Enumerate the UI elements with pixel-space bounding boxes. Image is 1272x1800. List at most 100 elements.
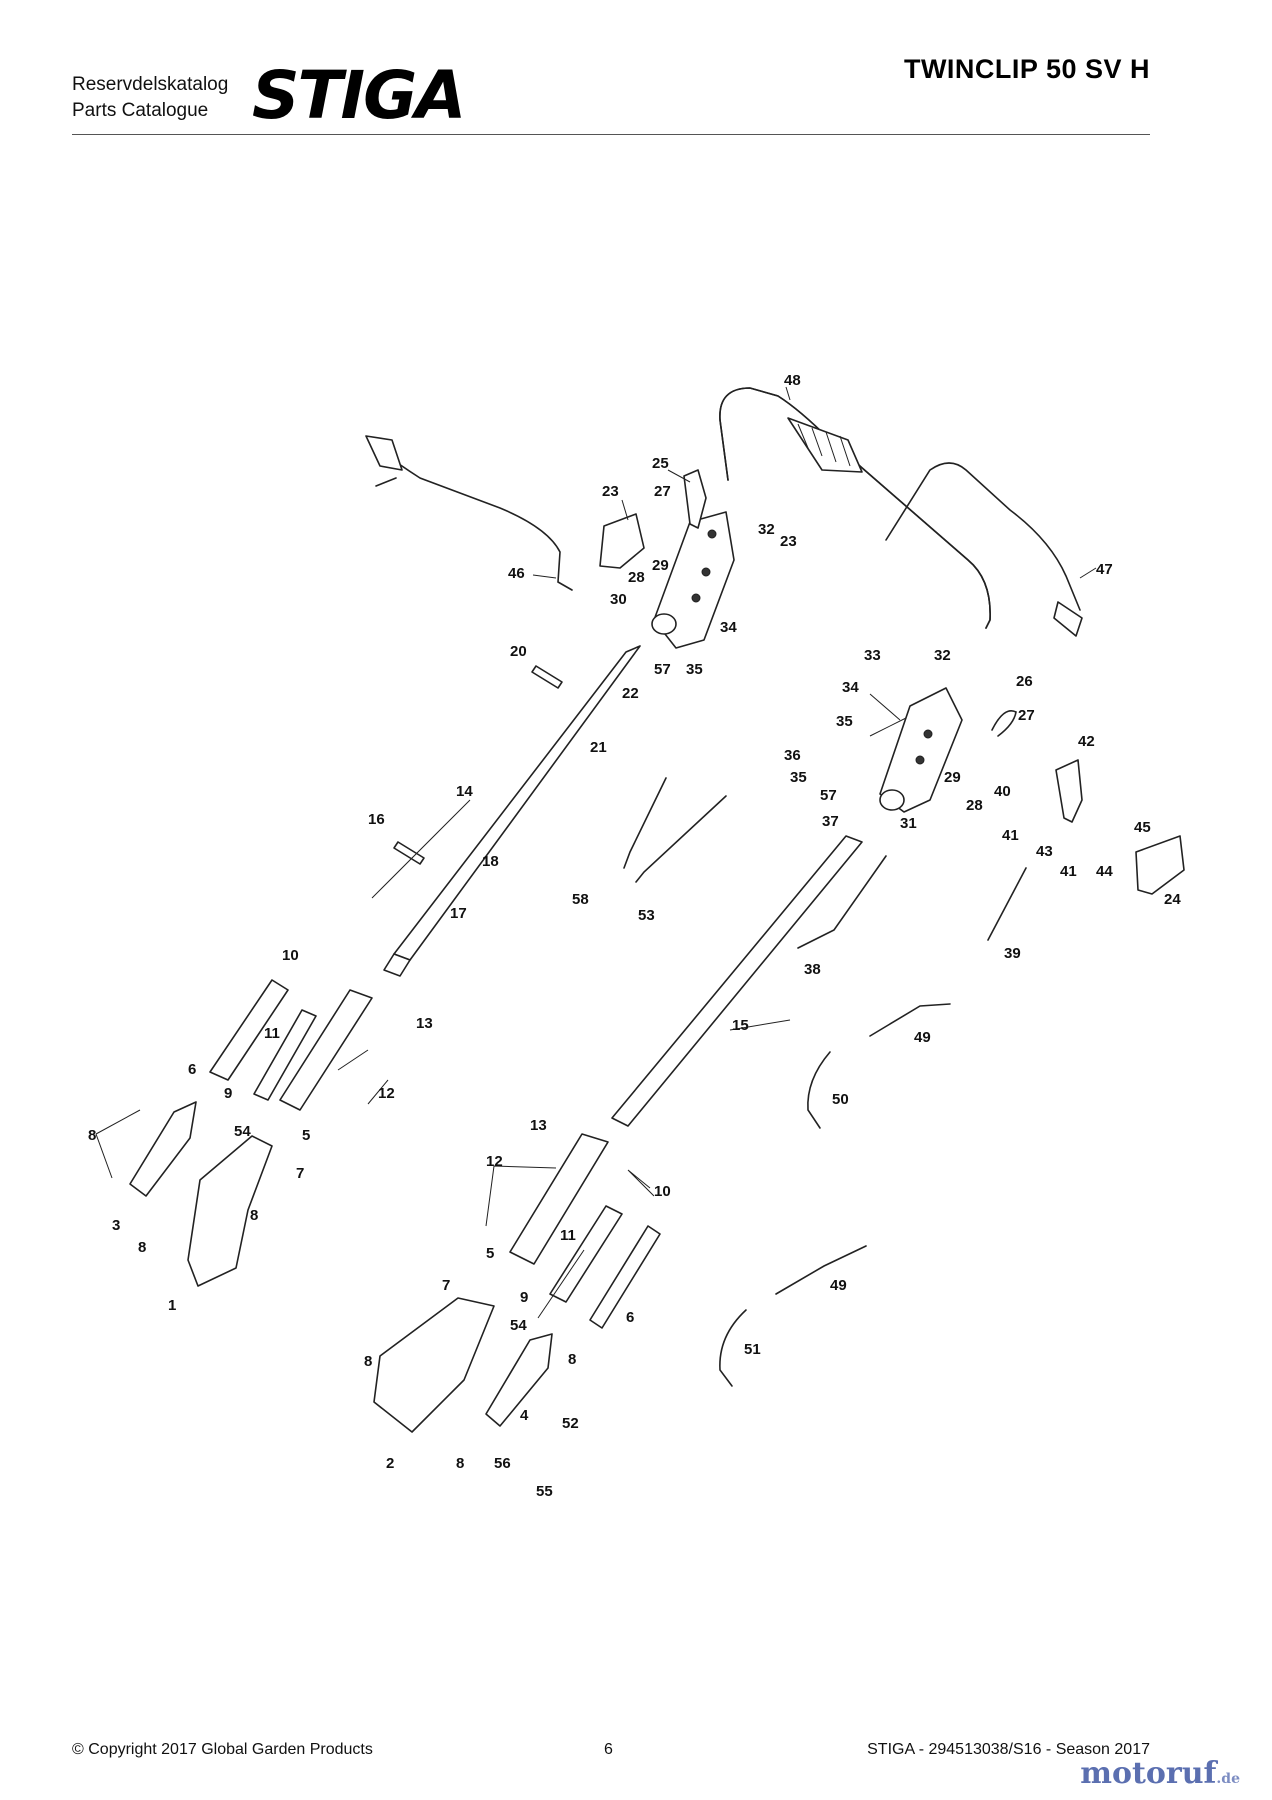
left-handle-bracket <box>651 511 735 649</box>
left-handle-tube <box>383 645 641 977</box>
callout-34: 34 <box>842 679 859 696</box>
leader-lines <box>95 386 1097 1319</box>
right-lower-assembly <box>373 1133 661 1433</box>
upper-handle-bar <box>719 387 991 629</box>
callout-4: 4 <box>520 1407 529 1424</box>
bail-lever <box>885 462 1081 611</box>
callout-11: 11 <box>560 1227 576 1244</box>
cable-51 <box>719 1309 747 1387</box>
callout-3: 3 <box>112 1217 120 1234</box>
callout-49: 49 <box>914 1029 931 1046</box>
callout-27: 27 <box>1018 707 1035 724</box>
callout-34: 34 <box>720 619 737 636</box>
drive-lever <box>365 435 573 591</box>
callout-45: 45 <box>1134 819 1151 836</box>
callout-12: 12 <box>486 1153 503 1170</box>
callout-41: 41 <box>1002 827 1019 844</box>
callout-8: 8 <box>364 1353 372 1370</box>
callout-32: 32 <box>758 521 775 538</box>
callout-6: 6 <box>626 1309 634 1326</box>
callout-41: 41 <box>1060 863 1077 880</box>
bail-lever-tip <box>1053 601 1083 637</box>
callout-54: 54 <box>510 1317 527 1334</box>
callout-39: 39 <box>1004 945 1021 962</box>
callout-5: 5 <box>486 1245 494 1262</box>
callout-44: 44 <box>1096 863 1113 880</box>
callout-20: 20 <box>510 643 527 660</box>
callout-49: 49 <box>830 1277 847 1294</box>
callout-36: 36 <box>784 747 801 764</box>
callout-35: 35 <box>686 661 703 678</box>
callout-51: 51 <box>744 1341 761 1358</box>
callout-13: 13 <box>530 1117 547 1134</box>
callout-50: 50 <box>832 1091 849 1108</box>
callout-16: 16 <box>368 811 385 828</box>
header-divider <box>72 134 1150 135</box>
callout-10: 10 <box>282 947 299 964</box>
callout-10: 10 <box>654 1183 671 1200</box>
callout-29: 29 <box>652 557 669 574</box>
callout-15: 15 <box>732 1017 749 1034</box>
callout-13: 13 <box>416 1015 433 1032</box>
callout-33: 33 <box>864 647 881 664</box>
callout-28: 28 <box>628 569 645 586</box>
callout-6: 6 <box>188 1061 196 1078</box>
callout-8: 8 <box>250 1207 258 1224</box>
footer-page-number: 6 <box>604 1741 613 1758</box>
rod-39 <box>987 867 1027 941</box>
catalog-label-english: Parts Catalogue <box>72 100 209 121</box>
callout-27: 27 <box>654 483 671 500</box>
callout-29: 29 <box>944 769 961 786</box>
callout-52: 52 <box>562 1415 579 1432</box>
callout-23: 23 <box>780 533 797 550</box>
catalog-label-swedish: Reservdelskatalog <box>72 74 229 95</box>
callout-30: 30 <box>610 591 627 608</box>
callout-8: 8 <box>456 1455 464 1472</box>
motoruf-watermark: motoruf.de <box>1080 1756 1240 1791</box>
right-handle-bracket <box>879 687 963 813</box>
watermark-tld: .de <box>1216 1771 1240 1787</box>
callout-2: 2 <box>386 1455 394 1472</box>
callout-8: 8 <box>138 1239 146 1256</box>
cable-53 <box>635 795 727 883</box>
side-cover-right <box>1135 835 1185 895</box>
callout-12: 12 <box>378 1085 395 1102</box>
right-handle-tube <box>611 835 863 1127</box>
callout-5: 5 <box>302 1127 310 1144</box>
callout-9: 9 <box>224 1085 232 1102</box>
callout-31: 31 <box>900 815 917 832</box>
callout-47: 47 <box>1096 561 1113 578</box>
clip-part <box>683 469 707 529</box>
footer-copyright: © Copyright 2017 Global Garden Products <box>72 1741 373 1758</box>
side-cover-left <box>599 513 645 569</box>
callout-1: 1 <box>168 1297 176 1314</box>
callout-35: 35 <box>790 769 807 786</box>
cable-49-lower <box>775 1245 867 1295</box>
callout-21: 21 <box>590 739 607 756</box>
left-lower-assembly <box>129 979 373 1287</box>
callout-labels: 48 25 23 27 32 23 28 29 46 30 34 47 20 5… <box>88 372 1181 1500</box>
callout-11: 11 <box>264 1025 280 1042</box>
lever-part <box>1055 759 1083 823</box>
callout-8: 8 <box>88 1127 96 1144</box>
model-title: TWINCLIP 50 SV H <box>903 54 1150 84</box>
callout-56: 56 <box>494 1455 511 1472</box>
watermark-main: motoruf <box>1080 1756 1217 1791</box>
callout-38: 38 <box>804 961 821 978</box>
callout-7: 7 <box>442 1277 450 1294</box>
callout-28: 28 <box>966 797 983 814</box>
pin-16 <box>393 841 425 865</box>
cable-49-upper <box>869 1003 951 1037</box>
stiga-logo-text: STIGA <box>252 62 464 126</box>
callout-25: 25 <box>652 455 669 472</box>
callout-40: 40 <box>994 783 1011 800</box>
cable-58 <box>623 777 667 869</box>
callout-32: 32 <box>934 647 951 664</box>
callout-9: 9 <box>520 1289 528 1306</box>
callout-46: 46 <box>508 565 525 582</box>
callout-55: 55 <box>536 1483 553 1500</box>
callout-58: 58 <box>572 891 589 908</box>
callout-7: 7 <box>296 1165 304 1182</box>
cable-38 <box>797 855 887 949</box>
footer-catalog-reference: STIGA - 294513038/S16 - Season 2017 <box>867 1741 1150 1758</box>
